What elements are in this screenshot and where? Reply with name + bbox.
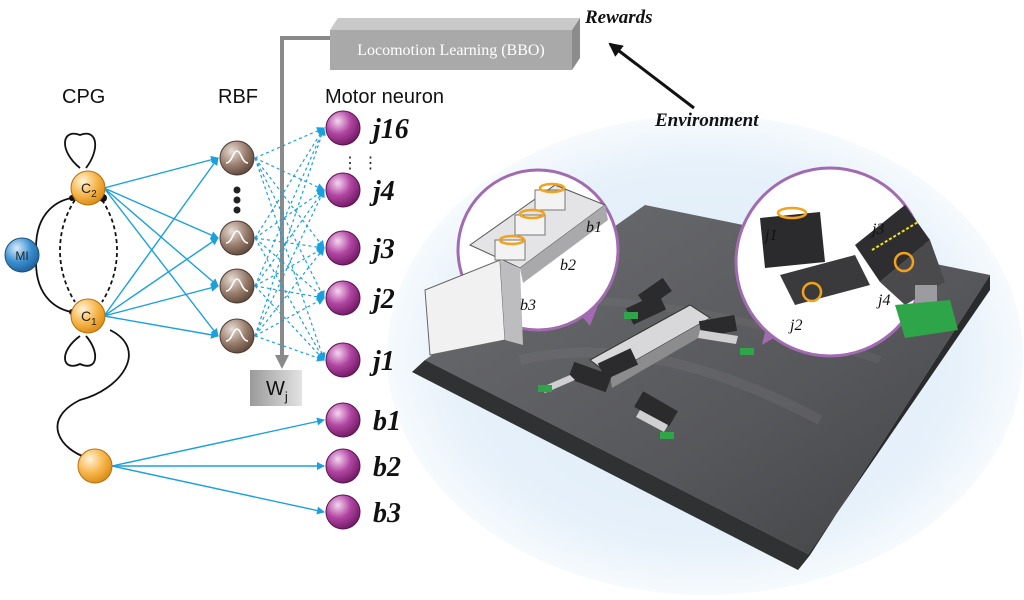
rbf-node <box>219 140 255 176</box>
weight-update-line <box>275 36 330 369</box>
motor-neuron-b2 <box>325 448 361 484</box>
rbf-motor-connection <box>254 189 325 337</box>
c1-label: C1 <box>81 308 97 328</box>
motor-neuron-label-b1: b1 <box>373 406 401 437</box>
motor-neuron-b3 <box>325 494 361 530</box>
gaussian-icon <box>225 230 249 244</box>
rbf-node <box>219 268 255 304</box>
cpg-output-node <box>77 448 113 484</box>
motor-neuron-j2 <box>325 280 361 316</box>
rbf-motor-connection <box>254 127 326 337</box>
c2-label: C2 <box>81 180 97 200</box>
cpg-rbf-connection <box>103 283 219 317</box>
motor-neuron-label-j16: j16 <box>369 114 409 145</box>
gaussian-icon <box>225 278 249 292</box>
bbo-box: Locomotion Learning (BBO) <box>330 18 580 70</box>
mi-node <box>4 237 40 273</box>
bbo-label: Locomotion Learning (BBO) <box>357 42 545 59</box>
rewards-arrow <box>608 42 695 110</box>
environment-label: Environment <box>654 110 759 131</box>
inset-leg-joints <box>734 166 958 358</box>
rbf-motor-connection <box>254 127 325 287</box>
motor-neuron-label-j1: j1 <box>369 346 395 377</box>
rbf-ellipsis <box>233 186 241 214</box>
rbf-motor-connection <box>254 157 325 191</box>
motor-neuron-label-b2: b2 <box>373 452 401 483</box>
c1-subscript: 1 <box>91 317 97 328</box>
motor-neuron-b1 <box>325 402 361 438</box>
rewards-label: Rewards <box>584 7 653 28</box>
motor-neuron-j16 <box>325 110 361 146</box>
hexapod-robot <box>538 277 754 439</box>
motor-neuron-j1 <box>325 342 361 378</box>
rbf-node-circle <box>219 140 255 176</box>
motor-neuron-j3 <box>325 230 361 266</box>
motor-neuron-label-j3: j3 <box>369 234 395 265</box>
c2-subscript: 2 <box>91 189 97 200</box>
rbf-motor-connection <box>254 247 325 337</box>
c2-node <box>70 170 106 206</box>
mi-label: MI <box>15 249 28 263</box>
c1-node <box>70 298 106 334</box>
inset-label-b3: b3 <box>520 297 536 314</box>
gaussian-icon <box>225 150 249 164</box>
rbf-node <box>219 318 255 354</box>
cpg-rbf-connection <box>103 237 219 317</box>
motor-neuron-label-b3: b3 <box>373 498 401 529</box>
inset-label-j1: j1 <box>763 227 777 244</box>
cpg-rbf-connection <box>103 187 219 337</box>
wj-box <box>250 370 302 406</box>
inset-label-j4: j4 <box>876 292 890 309</box>
rbf-motor-connection <box>254 297 325 337</box>
rbf-motor-connection <box>254 189 325 239</box>
rbf-motor-connection <box>254 127 325 159</box>
rbf-node <box>219 220 255 256</box>
rbf-motor-connection <box>254 157 325 249</box>
rbf-motor-connection <box>254 285 325 361</box>
inset-label-j2: j2 <box>788 317 802 334</box>
gaussian-icon <box>225 328 249 342</box>
cpg-rbf-connection <box>103 157 219 317</box>
rbf-motor-connection <box>254 127 325 239</box>
rbf-node-circle <box>219 220 255 256</box>
cpg-title: CPG <box>62 86 105 108</box>
rbf-motor-connection <box>254 237 325 361</box>
motor-neuron-label-j2: j2 <box>369 284 395 315</box>
inset-label-b2: b2 <box>560 257 576 274</box>
motor-neuron-layer: j16 j4 j3 j2 j1 b1 b2 b3 <box>325 110 409 530</box>
wj-label: Wj <box>266 378 288 404</box>
rbf-motor-connection <box>254 247 325 287</box>
rbf-motor-connection <box>254 157 325 299</box>
connection-layer <box>103 127 326 515</box>
inset-body-joints <box>424 168 620 356</box>
cpg-rbf-connection <box>103 315 219 339</box>
rbf-title: RBF <box>218 86 258 108</box>
cpg-body-connection <box>111 417 325 467</box>
rbf-motor-connection <box>254 189 325 287</box>
inset-label-j3: j3 <box>870 221 884 238</box>
rbf-layer <box>219 140 255 354</box>
wj-subscript: j <box>284 389 288 404</box>
motor-neuron-ellipsis: ⋮ ⋮ <box>342 155 378 172</box>
cpg-body-connection <box>111 465 325 515</box>
cpg-rbf-connection <box>103 155 219 189</box>
rbf-motor-connection <box>254 335 325 362</box>
motor-neuron-title: Motor neuron <box>325 86 444 108</box>
inset-label-b1: b1 <box>586 219 602 236</box>
rbf-motor-connection <box>254 237 325 299</box>
rbf-node-circle <box>219 318 255 354</box>
cpg-rbf-connection <box>103 187 219 239</box>
motor-neuron-j4 <box>325 172 361 208</box>
motor-neuron-label-j4: j4 <box>369 176 395 207</box>
rbf-node-circle <box>219 268 255 304</box>
